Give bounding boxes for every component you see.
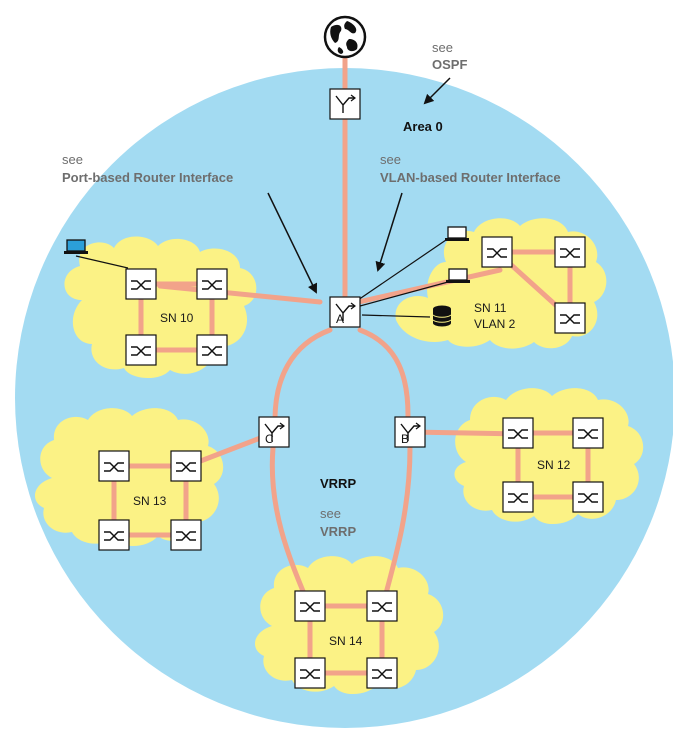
area-0-label: Area 0 xyxy=(403,119,443,134)
subnet-label-sn13: SN 13 xyxy=(133,494,167,508)
switch-icon xyxy=(572,481,604,513)
see-port-text: see xyxy=(62,152,83,167)
vlan-based-arrow xyxy=(375,192,403,272)
link-a-c xyxy=(272,327,333,443)
see-vlan-text: see xyxy=(380,152,401,167)
router-icon xyxy=(394,416,426,448)
ospf-reference[interactable]: OSPF xyxy=(432,57,467,72)
subnet-label-sn10: SN 10 xyxy=(160,311,194,325)
switch-icon xyxy=(554,302,586,334)
router-a: A xyxy=(329,296,361,328)
laptop-icon xyxy=(64,239,88,254)
switch-icon xyxy=(554,236,586,268)
subnet-label-sn14: SN 14 xyxy=(329,634,363,648)
port-based-arrow xyxy=(267,192,318,294)
laptop-icon xyxy=(444,226,470,242)
link-a-sn11 xyxy=(347,267,503,307)
database-icon xyxy=(432,305,452,327)
router-b-label: B xyxy=(401,432,409,446)
vlan-based-router-interface-reference[interactable]: VLAN-based Router Interface xyxy=(380,170,561,185)
switch-icon xyxy=(125,268,157,300)
router-icon xyxy=(329,88,361,120)
subnet-label-vlan2: VLAN 2 xyxy=(474,317,516,331)
ospf-arrow xyxy=(423,77,451,105)
switch-icon xyxy=(170,450,202,482)
switch-icon xyxy=(125,334,157,366)
subnet-label-sn12: SN 12 xyxy=(537,458,571,472)
see-ospf-text: see xyxy=(432,40,453,55)
switch-icon xyxy=(294,657,326,689)
globe-icon xyxy=(323,15,367,59)
switch-icon xyxy=(502,417,534,449)
switch-icon xyxy=(196,268,228,300)
router-c: C xyxy=(258,416,290,448)
vrrp-reference[interactable]: VRRP xyxy=(320,524,356,539)
switch-icon xyxy=(294,590,326,622)
router-icon xyxy=(329,296,361,328)
switch-icon xyxy=(170,519,202,551)
link-a-b xyxy=(357,327,411,436)
callout-arrows xyxy=(267,77,451,294)
switch-icon xyxy=(366,590,398,622)
router-a-label: A xyxy=(336,312,344,326)
switch-icon xyxy=(98,450,130,482)
router-b: B xyxy=(394,416,426,448)
switch-icon xyxy=(572,417,604,449)
switch-icon xyxy=(98,519,130,551)
link-b-sn12 xyxy=(407,429,523,437)
switch-icon xyxy=(481,236,513,268)
switch-icon xyxy=(366,657,398,689)
port-based-router-interface-reference[interactable]: Port-based Router Interface xyxy=(62,170,233,185)
laptop-icon xyxy=(445,268,471,284)
link-a-sn10 xyxy=(157,283,323,305)
subnet-label-sn11: SN 11 xyxy=(474,301,507,315)
switch-icon xyxy=(502,481,534,513)
router-c-label: C xyxy=(265,432,274,446)
endpoint-links xyxy=(75,239,449,318)
subnet-cloud-sn12 xyxy=(454,388,644,525)
see-vrrp-text: see xyxy=(320,506,341,521)
router-icon xyxy=(258,416,290,448)
switch-icon xyxy=(196,334,228,366)
vrrp-label: VRRP xyxy=(320,476,356,491)
